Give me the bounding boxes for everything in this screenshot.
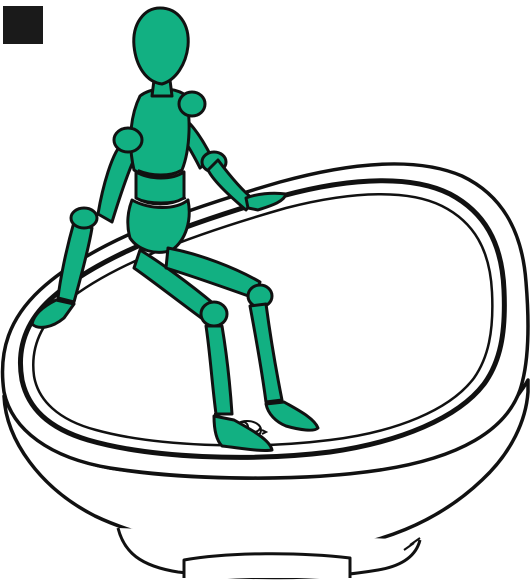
waist <box>136 172 184 204</box>
left-shoulder <box>114 128 142 152</box>
right-shoulder <box>179 92 205 116</box>
pelvis <box>128 200 189 252</box>
left-knee <box>201 302 227 326</box>
left-elbow <box>71 208 97 228</box>
tub-foot-slot <box>184 554 350 578</box>
head <box>134 8 188 84</box>
